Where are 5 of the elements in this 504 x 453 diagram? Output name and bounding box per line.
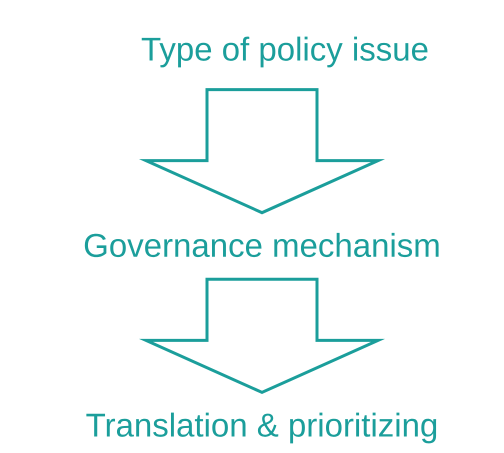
- block-arrow: [139, 278, 386, 394]
- block-arrow: [139, 88, 386, 214]
- heading-text: Type of policy issue: [142, 36, 428, 68]
- heading-text: Governance mechanism: [84, 232, 439, 258]
- heading-text: Translation & prioritizing: [86, 412, 436, 444]
